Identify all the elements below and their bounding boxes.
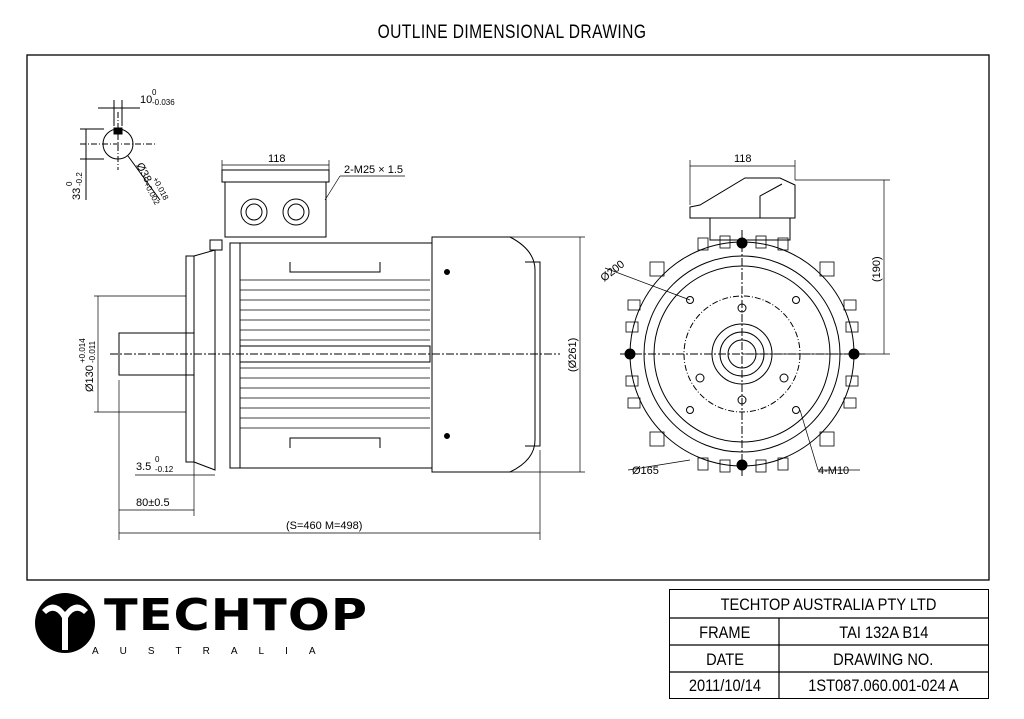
frame-value: TAI 132A B14 [780,619,987,646]
key-height-tol-lower: -0.2 [75,172,84,186]
company-name: TECHTOP AUSTRALIA PTY LTD [670,590,987,619]
brand-logo: TECHTOP AUSTRALIA [32,590,367,680]
motor-side-view [110,169,560,473]
brand-name: TECHTOP [104,590,369,641]
spigot-dia-dim: Ø130 [84,365,96,392]
title-block: TECHTOP AUSTRALIA PTY LTD FRAME TAI 132A… [669,589,989,699]
frame-label-text: FRAME [699,622,751,642]
drawing-no-label: DRAWING NO. [780,646,987,673]
height-to-box-dim: (190) [871,256,883,282]
drawing-frame [26,54,990,581]
spigot-dia-tol-upper: +0.014 [78,338,87,363]
date-label-text: DATE [706,649,744,669]
drawing-title: OUTLINE DIMENSIONAL DRAWING [377,22,647,43]
side-dimension-lines [94,160,585,540]
brand-sub: AUSTRALIA [92,646,337,657]
cable-gland-dim: 2-M25 × 1.5 [344,164,403,176]
drawing-no-value: 1ST087.060.001-024 A [780,673,987,698]
key-height-dim: 33 [71,188,83,200]
terminal-box-width-end: 118 [734,153,752,165]
terminal-box-width-side: 118 [268,153,286,165]
spigot-depth-tol-lower: -0.12 [155,465,174,474]
body-dia-dim: (Ø261) [567,338,579,372]
flange-outer-dia-dim: Ø200 [598,258,627,284]
techtop-emblem-icon [35,593,95,653]
end-dimension-lines [604,160,890,471]
key-width-tol-lower: -0.036 [152,98,175,107]
spigot-dia-tol-lower: -0.011 [88,340,97,363]
key-width-tol-upper: 0 [152,88,157,97]
overall-length-dim: (S=460 M=498) [286,520,362,532]
key-section-detail [80,100,161,201]
spigot-depth-dim: 3.5 [136,461,151,473]
flange-holes-dim: 4-M10 [818,465,849,477]
date-value-text: 2011/10/14 [688,675,762,695]
pcd-dim: Ø165 [632,465,659,477]
key-height-tol-upper: 0 [65,181,74,186]
motor-end-view [620,177,865,478]
date-value: 2011/10/14 [670,673,780,698]
key-width-dim: 10 [140,94,152,106]
frame-value-text: TAI 132A B14 [838,622,929,642]
title-block-grid [669,617,989,699]
date-label: DATE [670,646,780,673]
shaft-length-dim: 80±0.5 [136,497,170,509]
company-name-text: TECHTOP AUSTRALIA PTY LTD [720,594,937,614]
drawing-no-value-text: 1ST087.060.001-024 A [808,675,959,695]
frame-label: FRAME [670,619,780,646]
spigot-depth-tol-upper: 0 [155,455,160,464]
drawing-no-label-text: DRAWING NO. [833,649,934,669]
